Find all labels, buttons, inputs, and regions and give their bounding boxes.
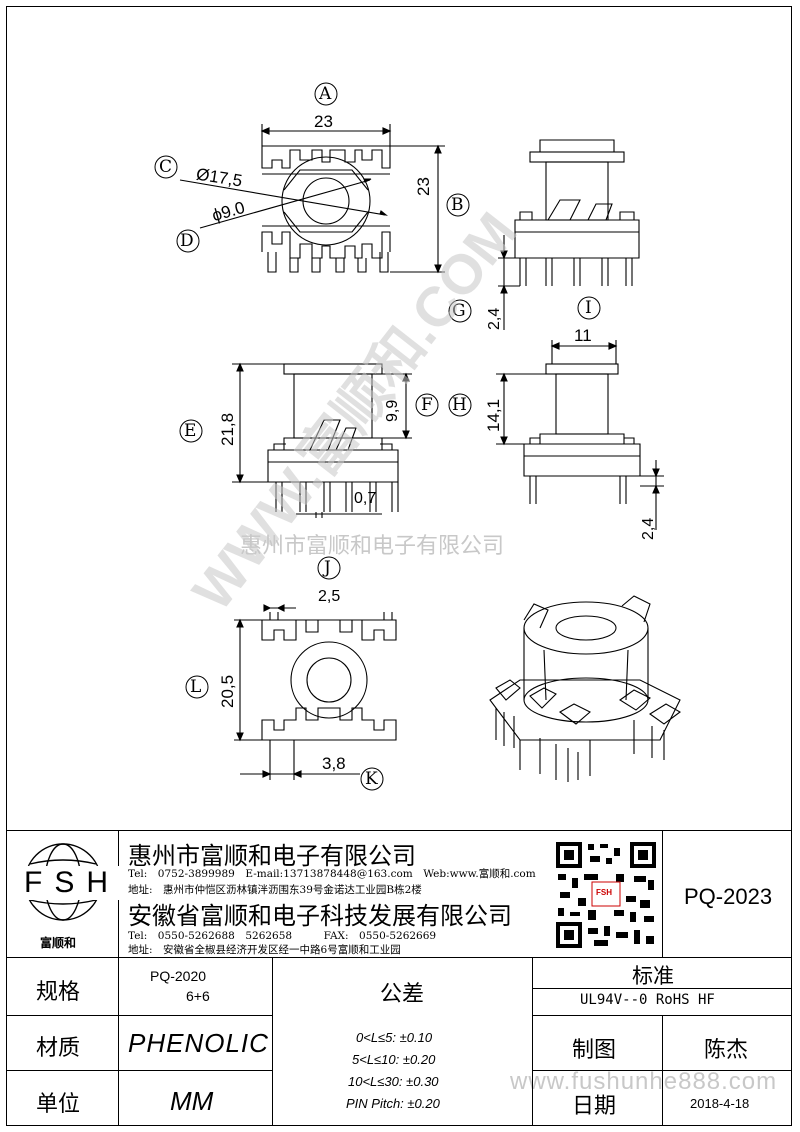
logo-text: FSH [22,866,122,900]
label-c: C [159,157,173,177]
divider-v2 [272,957,273,1126]
label-a: A [319,84,332,104]
label-f: F [421,395,433,415]
divider-h1 [6,957,792,958]
divider-v5 [662,1015,663,1126]
material-label: 材质 [36,1035,81,1060]
front-view [232,362,412,518]
side-view [498,139,640,330]
watermark-bottom: www.fushunhe888.com [510,1068,778,1095]
company-name-1: 惠州市富顺和电子有限公司 [128,843,416,870]
dim-bottom-pitch: 2,5 [318,588,341,605]
standard-label: 标准 [632,965,674,988]
label-b: B [451,195,464,215]
divider-v4 [662,830,663,957]
dim-pin-gap: 0,7 [354,490,377,507]
dim-side-pin-len: 2,4 [640,517,657,540]
company-tel-2: Tel: 0550-5262688 5262658 FAX: 0550-5262… [128,930,437,942]
technical-drawing [154,82,681,791]
tolerance-row-1: 0<L≤5: ±0.10 [356,1030,433,1045]
label-l: L [190,677,202,697]
label-k: K [365,769,378,789]
label-j: J [324,558,331,578]
label-i: I [585,298,592,318]
tolerance-row-2: 5<L≤10: ±0.20 [352,1052,436,1067]
standard-value: UL94V--0 RoHS HF [580,992,715,1008]
tolerance-label: 公差 [380,981,425,1006]
dim-side-height: 14,1 [484,398,503,432]
watermark-center: 惠州市富顺和电子有限公司 [240,533,505,558]
spec-value-2: 6+6 [186,988,210,1004]
date-value: 2018-4-18 [690,1096,750,1111]
label-h: H [452,395,467,415]
label-d: D [180,231,194,251]
bottom-view [234,604,397,780]
part-number: PQ-2023 [684,884,773,909]
top-view [179,124,445,274]
unit-value: MM [170,1086,214,1116]
spec-label: 规格 [36,979,81,1004]
dim-top-width: 23 [314,112,333,131]
company-address-2: 地址: 安徽省全椒县经济开发区经一中路6号富顺和工业园 [128,944,401,956]
tolerance-row-4: PIN Pitch: ±0.20 [346,1096,440,1111]
side-view-2 [496,340,664,530]
isometric-view [489,595,681,782]
unit-label: 单位 [36,1091,81,1116]
divider-h3 [6,1070,272,1071]
label-g: G [452,301,466,321]
dim-bottom-height: 20,5 [218,674,237,708]
tolerance-row-3: 10<L≤30: ±0.30 [348,1074,439,1089]
logo-cn: 富顺和 [40,936,77,950]
company-address-1: 地址: 惠州市仲恺区沥林镇泮沥围东39号金诺达工业园B栋2楼 [128,884,422,896]
dim-pin-len-g: 2,4 [486,307,503,330]
date-label: 日期 [572,1093,617,1118]
divider-v3 [532,957,533,1126]
drawn-value: 陈杰 [704,1037,749,1062]
dim-bottom-span: 3,8 [322,754,346,773]
drawn-label: 制图 [572,1037,617,1062]
material-value: PHENOLIC [128,1028,269,1058]
divider-h2 [6,1015,272,1016]
dim-front-height: 21,8 [218,412,237,446]
company-tel-1: Tel: 0752-3899989 E-mail:13713878448@163… [128,868,536,880]
dim-top-height: 23 [414,177,433,196]
divider-v1 [118,830,119,1126]
spec-value-1: PQ-2020 [150,968,207,984]
company-name-2: 安徽省富顺和电子科技发展有限公司 [128,903,512,930]
title-block [6,830,792,1126]
dim-side-pin-width: 11 [574,326,592,345]
divider-h4 [532,988,792,989]
label-e: E [184,421,197,441]
qr-code[interactable] [554,840,658,950]
qr-center-text: FSH [596,888,612,897]
